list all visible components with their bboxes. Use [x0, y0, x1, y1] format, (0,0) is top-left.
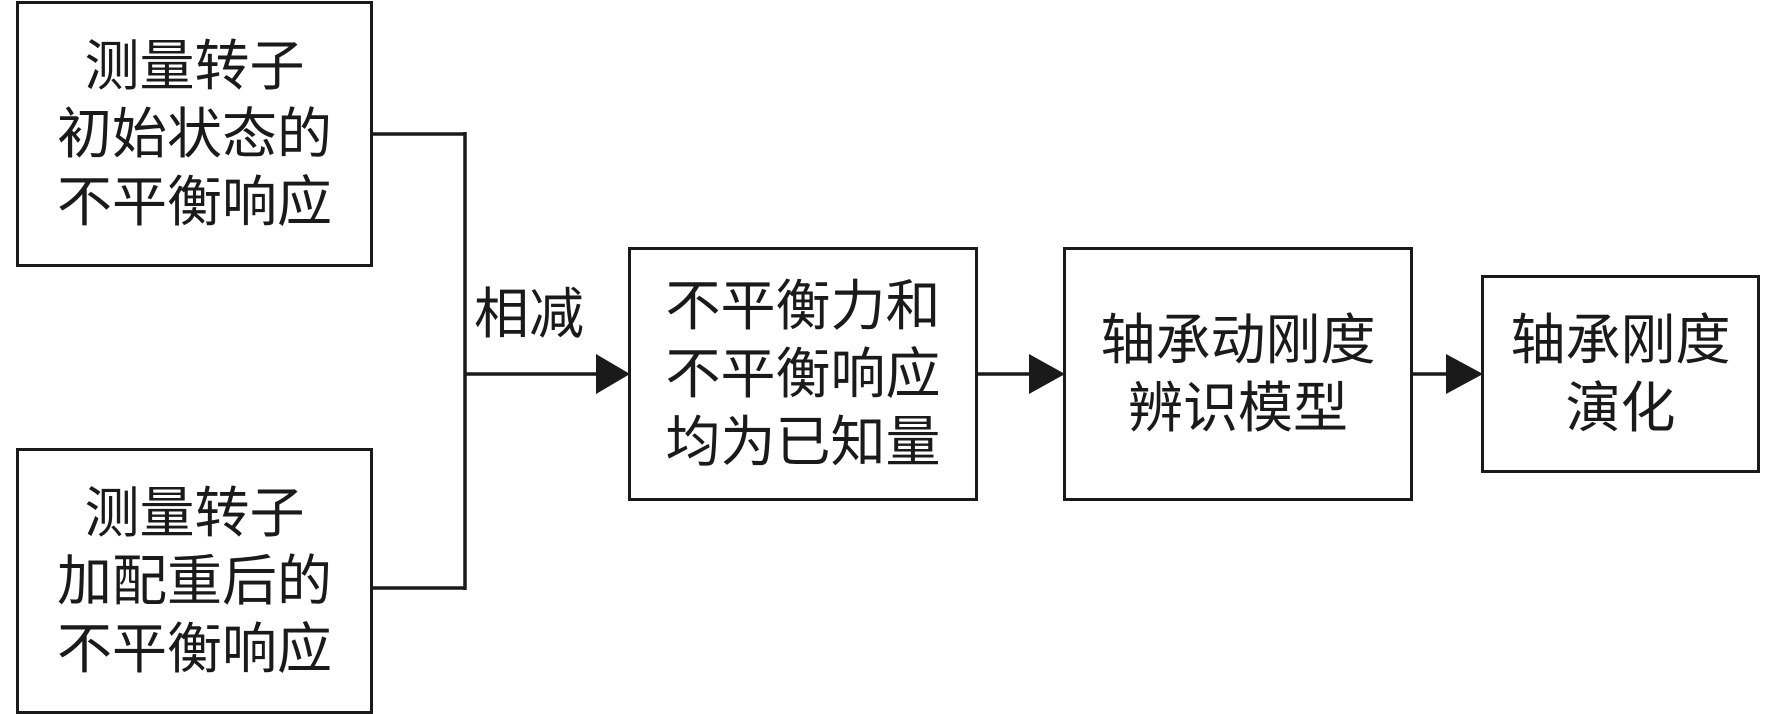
box-text-line: 轴承动刚度	[1100, 308, 1376, 372]
subtract-label: 相减	[474, 282, 585, 346]
box-text-line: 辨识模型	[1127, 376, 1348, 440]
bearing-stiffness-evolution-box: 轴承刚度 演化	[1481, 275, 1760, 473]
arrowhead-to-model	[1029, 354, 1065, 394]
box-text-line: 测量转子	[84, 34, 305, 98]
box-text-line: 不平衡力和	[665, 274, 941, 338]
box-text-line: 测量转子	[84, 481, 305, 545]
dynamic-stiffness-identification-model-box: 轴承动刚度 辨识模型	[1063, 247, 1413, 501]
weighted-unbalance-response-box: 测量转子 加配重后的 不平衡响应	[16, 448, 373, 714]
box-text-line: 加配重后的	[56, 549, 332, 613]
box-text-line: 不平衡响应	[56, 617, 332, 681]
arrowhead-to-known	[596, 354, 630, 394]
box-text-line: 初始状态的	[56, 102, 332, 166]
box-text-line: 均为已知量	[665, 410, 941, 474]
box-text-line: 轴承刚度	[1510, 308, 1731, 372]
box-text-line: 不平衡响应	[56, 170, 332, 234]
box-text-line: 演化	[1565, 376, 1676, 440]
arrowhead-to-evolution	[1446, 354, 1483, 394]
box-text-line: 不平衡响应	[665, 342, 941, 406]
initial-unbalance-response-box: 测量转子 初始状态的 不平衡响应	[16, 1, 373, 267]
known-quantities-box: 不平衡力和 不平衡响应 均为已知量	[628, 247, 978, 501]
